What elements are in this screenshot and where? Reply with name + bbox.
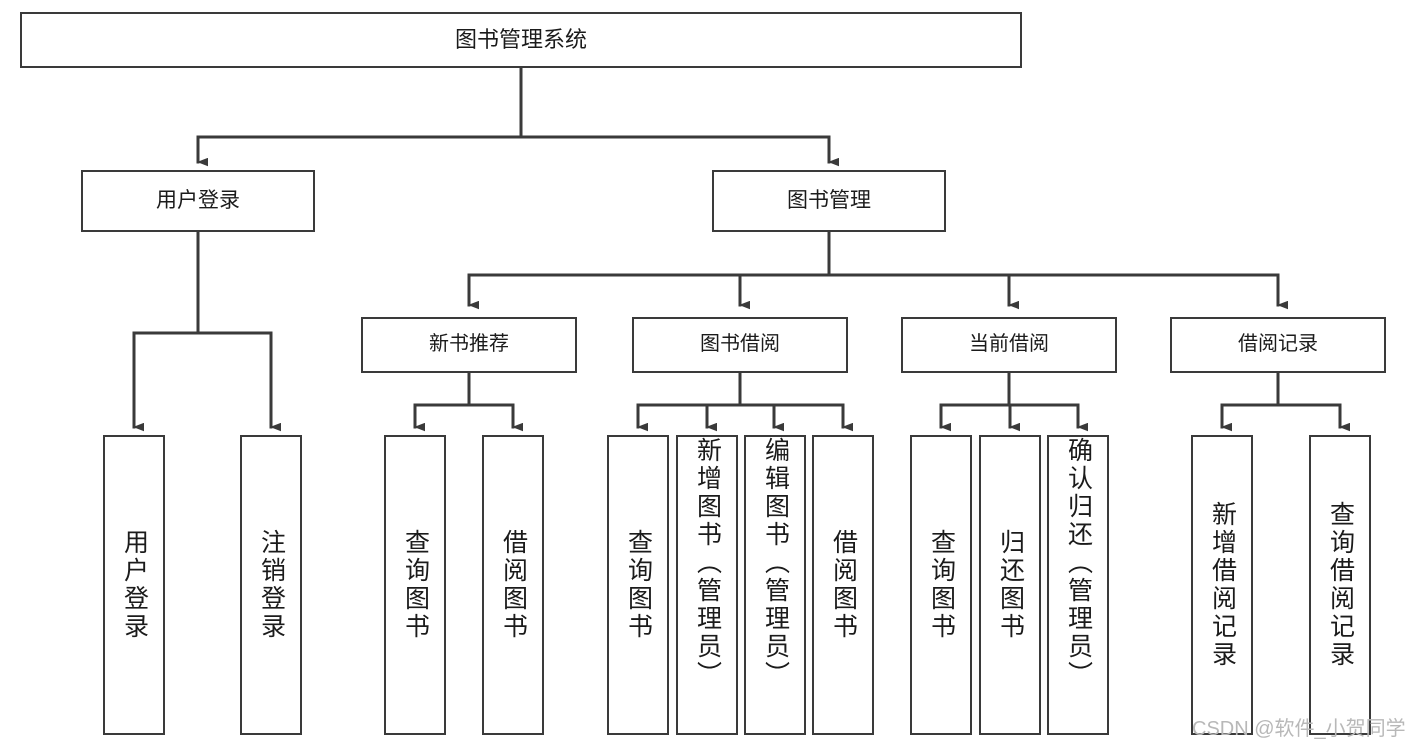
node-label: 查询借阅记录 [1326,501,1355,669]
node-label: 借阅记录 [1238,333,1318,356]
leaf-current-borrow-confirm[interactable]: 确认归还（管理员） [1047,435,1109,735]
leaf-book-borrow-add[interactable]: 新增图书（管理员） [676,435,738,735]
leaf-borrow-record-query[interactable]: 查询借阅记录 [1309,435,1371,735]
node-label: 归还图书 [996,529,1025,641]
node-label: 图书管理系统 [454,27,587,53]
node-label: 新书推荐 [429,333,509,356]
leaf-new-book-borrow[interactable]: 借阅图书 [482,435,544,735]
leaf-borrow-record-add[interactable]: 新增借阅记录 [1191,435,1253,735]
node-book-borrow[interactable]: 图书借阅 [632,317,848,373]
node-root-system[interactable]: 图书管理系统 [20,12,1022,68]
node-label: 用户登录 [156,188,240,212]
node-label: 借阅图书 [499,529,528,641]
leaf-book-borrow-edit[interactable]: 编辑图书（管理员） [744,435,806,735]
node-book-management[interactable]: 图书管理 [712,170,946,232]
leaf-book-borrow-query[interactable]: 查询图书 [607,435,669,735]
leaf-user-login-signin[interactable]: 用户登录 [103,435,165,735]
node-label: 查询图书 [624,529,653,641]
node-current-borrow[interactable]: 当前借阅 [901,317,1117,373]
node-label: 确认归还（管理员） [1064,437,1093,689]
node-user-login[interactable]: 用户登录 [81,170,315,232]
node-label: 用户登录 [120,529,149,641]
node-label: 当前借阅 [969,333,1049,356]
leaf-new-book-query[interactable]: 查询图书 [384,435,446,735]
leaf-current-borrow-query[interactable]: 查询图书 [910,435,972,735]
node-label: 图书借阅 [700,333,780,356]
node-label: 编辑图书（管理员） [761,437,790,689]
node-label: 借阅图书 [829,529,858,641]
leaf-book-borrow-borrow[interactable]: 借阅图书 [812,435,874,735]
node-label: 查询图书 [401,529,430,641]
node-label: 图书管理 [787,188,871,212]
node-label: 新增借阅记录 [1208,501,1237,669]
node-label: 新增图书（管理员） [693,437,722,689]
leaf-current-borrow-return[interactable]: 归还图书 [979,435,1041,735]
node-label: 注销登录 [257,529,286,641]
node-borrow-record[interactable]: 借阅记录 [1170,317,1386,373]
node-label: 查询图书 [927,529,956,641]
leaf-user-login-signout[interactable]: 注销登录 [240,435,302,735]
node-new-book-recommend[interactable]: 新书推荐 [361,317,577,373]
